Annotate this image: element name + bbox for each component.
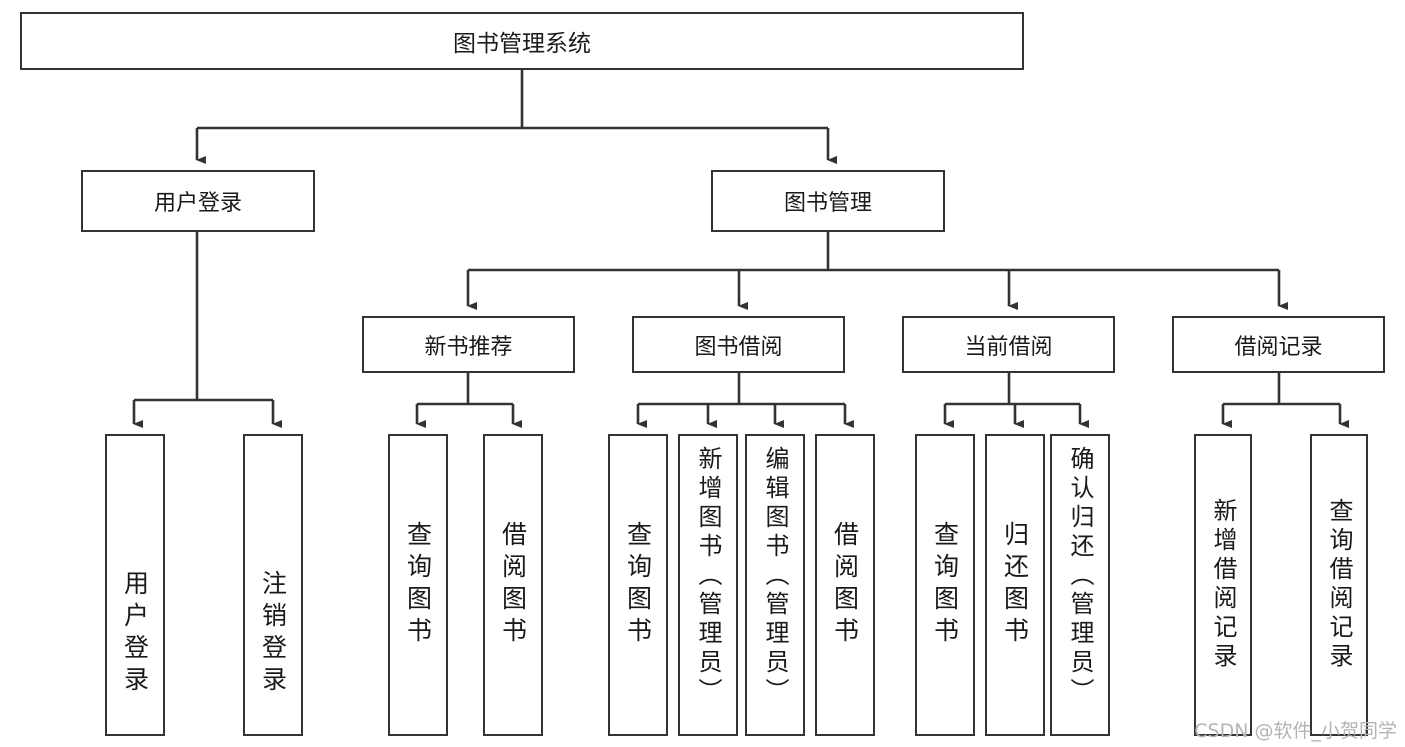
leaf-current-query-book-label: 查询图书 [930, 521, 960, 649]
leaf-recommend-borrow-book[interactable]: 借阅图书 [483, 434, 543, 736]
leaf-current-return-book[interactable]: 归还图书 [985, 434, 1045, 736]
leaf-record-query-record[interactable]: 查询借阅记录 [1310, 434, 1368, 736]
leaf-borrow-edit-book[interactable]: 编辑图书（管理员） [745, 434, 805, 736]
node-book-borrow-label: 图书借阅 [694, 334, 783, 360]
node-user-login-label: 用户登录 [153, 191, 242, 216]
node-root[interactable]: 图书管理系统 [20, 12, 1024, 70]
leaf-current-confirm-return[interactable]: 确认归还（管理员） [1050, 434, 1110, 736]
leaf-user-login-logout-label: 注销登录 [258, 570, 288, 698]
leaf-borrow-borrow-book-label: 借阅图书 [830, 521, 860, 649]
watermark: CSDN @软件_小贺同学 [1194, 720, 1397, 742]
leaf-current-query-book[interactable]: 查询图书 [915, 434, 975, 736]
node-current-borrow-label: 当前借阅 [964, 334, 1053, 360]
leaf-borrow-query-book-label: 查询图书 [623, 521, 653, 649]
leaf-recommend-query-book-label: 查询图书 [403, 521, 433, 649]
node-book-management[interactable]: 图书管理 [711, 170, 945, 232]
node-book-borrow[interactable]: 图书借阅 [632, 316, 845, 373]
node-borrow-record-label: 借阅记录 [1234, 334, 1323, 360]
leaf-recommend-query-book[interactable]: 查询图书 [388, 434, 448, 736]
leaf-user-login-logout[interactable]: 注销登录 [243, 434, 303, 736]
leaf-user-login-login[interactable]: 用户登录 [105, 434, 165, 736]
leaf-borrow-query-book[interactable]: 查询图书 [608, 434, 668, 736]
node-new-book-recommend[interactable]: 新书推荐 [362, 316, 575, 373]
node-user-login[interactable]: 用户登录 [81, 170, 315, 232]
leaf-current-confirm-return-label: 确认归还（管理员） [1066, 446, 1094, 707]
leaf-user-login-login-label: 用户登录 [120, 570, 150, 698]
node-root-label: 图书管理系统 [453, 31, 591, 57]
leaf-current-return-book-label: 归还图书 [1000, 521, 1030, 649]
leaf-recommend-borrow-book-label: 借阅图书 [498, 521, 528, 649]
leaf-borrow-borrow-book[interactable]: 借阅图书 [815, 434, 875, 736]
leaf-record-add-record-label: 新增借阅记录 [1209, 498, 1237, 672]
leaf-record-add-record[interactable]: 新增借阅记录 [1194, 434, 1252, 736]
node-book-management-label: 图书管理 [783, 191, 872, 216]
leaf-borrow-add-book[interactable]: 新增图书（管理员） [678, 434, 738, 736]
leaf-borrow-add-book-label: 新增图书（管理员） [694, 446, 722, 707]
node-new-book-recommend-label: 新书推荐 [424, 334, 513, 360]
node-borrow-record[interactable]: 借阅记录 [1172, 316, 1385, 373]
leaf-record-query-record-label: 查询借阅记录 [1325, 498, 1353, 672]
node-current-borrow[interactable]: 当前借阅 [902, 316, 1115, 373]
leaf-borrow-edit-book-label: 编辑图书（管理员） [761, 446, 789, 707]
